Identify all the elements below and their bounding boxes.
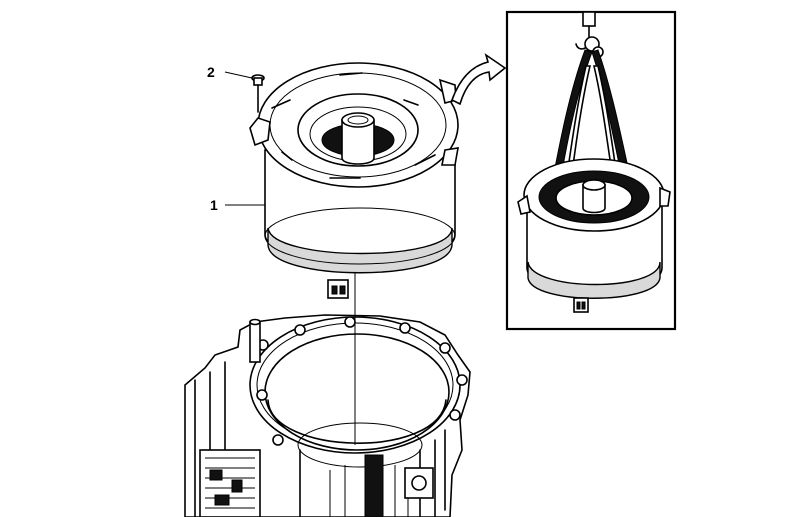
curved-arrow-icon bbox=[451, 53, 507, 106]
callout-2-label: 2 bbox=[207, 64, 215, 80]
bolt bbox=[224, 71, 265, 113]
callout-2-leader bbox=[224, 71, 253, 79]
motor-assembly bbox=[225, 62, 459, 299]
callout-1-label: 1 bbox=[210, 197, 218, 213]
transmission-case bbox=[184, 314, 471, 517]
lifting-inset bbox=[505, 10, 677, 331]
